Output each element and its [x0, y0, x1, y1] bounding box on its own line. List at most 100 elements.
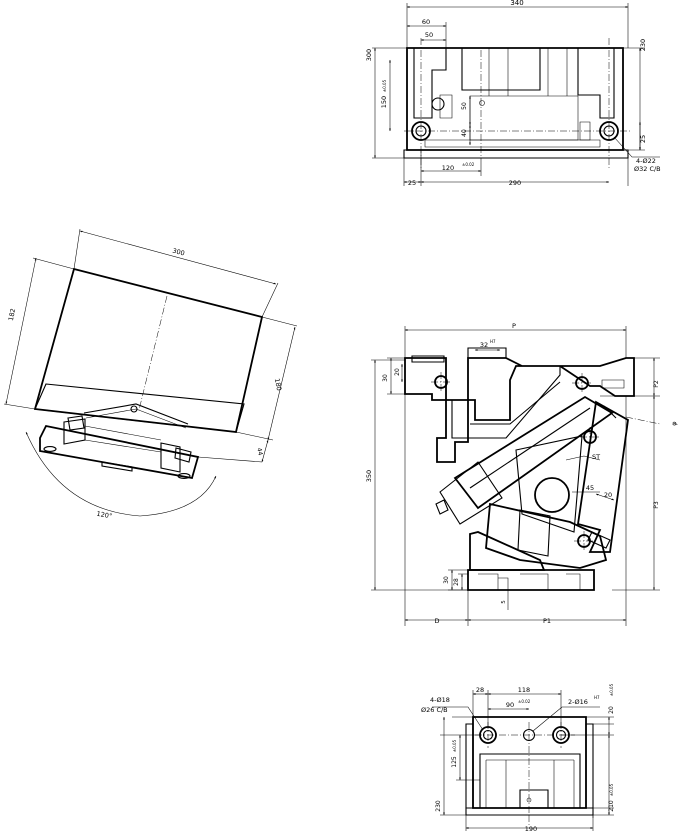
side-view-label-30: 30 [382, 374, 389, 382]
side-view-label-45: 45 [586, 484, 594, 492]
top-view-center-block [461, 48, 541, 91]
side-view-label-P1: P1 [543, 617, 551, 625]
bottom-view-center-dot-icon [526, 797, 532, 803]
iso-view-main-box [33, 267, 264, 433]
iso-view-left-clip [67, 415, 85, 431]
top-view-centerlines [404, 38, 632, 170]
top-view-label-290: 290 [509, 179, 521, 187]
side-view-inner-rib [470, 381, 561, 425]
bottom-view-label-125-tol: ±0.05 [452, 739, 457, 752]
bottom-view-label-holes-2: Ø26 C/B [421, 706, 448, 714]
top-view-right-jaw [577, 48, 615, 119]
top-view-label-60: 60 [422, 18, 430, 26]
iso-view-dim-180 [267, 326, 296, 441]
top-view-label-150-tol: ±0.05 [382, 79, 387, 92]
side-view-base-slots [478, 573, 581, 590]
side-view-base-plate [467, 569, 595, 591]
side-view-label-5: 5 [501, 600, 507, 604]
iso-view-dim-44 [261, 439, 269, 463]
iso-view-dim-300 [79, 230, 277, 285]
side-view-centerlines [431, 372, 600, 551]
side-view-ext-lines-left [371, 357, 468, 591]
side-view-label-P2: P2 [653, 380, 660, 388]
top-view-ext-lines-bottom [403, 150, 629, 186]
top-view-label-25-right: 25 [639, 135, 647, 143]
bottom-view-label-210: 210 [608, 800, 615, 812]
side-view-arm-end-tab [435, 499, 449, 515]
top-view-label-230: 230 [639, 39, 647, 51]
iso-view-label-182: 182 [7, 308, 17, 322]
bottom-view-label-pins-tol: H7 [594, 695, 600, 700]
side-view-link-triangle [515, 435, 583, 533]
side-view-label-P3: P3 [653, 501, 660, 509]
bottom-view-ext-lines-right [561, 716, 614, 816]
iso-view-link-lines-inner [85, 408, 187, 429]
bottom-view: 28 118 90 ±0.02 4-Ø18 Ø26 C/B 2-Ø16 H7 2… [421, 683, 615, 833]
side-view-top-cap [411, 355, 445, 363]
top-view-label-120-tol: ±0.02 [462, 162, 475, 167]
side-view-lower-block [485, 502, 608, 569]
top-view-center-dot-icon [479, 100, 485, 106]
bottom-view-label-230: 230 [435, 800, 442, 812]
top-view-label-340: 340 [510, 0, 523, 7]
iso-view-link-lines [83, 403, 189, 425]
bottom-view-slot [519, 789, 549, 809]
bottom-view-label-125: 125 [451, 756, 458, 768]
iso-view-label-180: 180 [273, 378, 283, 392]
top-view-label-120: 120 [442, 164, 454, 172]
side-view-label-28-bottom: 28 [453, 578, 460, 586]
side-view-label-P: P [512, 322, 516, 330]
side-view-diagonal-arm [453, 395, 614, 510]
iso-view-dim-angle-arc [25, 431, 217, 517]
top-view-label-50-inner: 50 [461, 102, 468, 110]
iso-view-label-44: 44 [255, 447, 263, 456]
side-view-label-350: 350 [365, 470, 373, 482]
side-view-label-D: D [434, 617, 439, 625]
top-view-pin-slot [439, 94, 453, 119]
side-view-arm-centerline [469, 407, 591, 489]
side-view-top-boss [467, 347, 507, 358]
top-view-label-holes-1: 4-Ø22 [636, 157, 656, 165]
iso-view-ext-lines-top [73, 228, 279, 318]
side-view-right-arm-line [603, 405, 617, 419]
iso-view-lower-band [34, 383, 245, 433]
top-view-label-50: 50 [425, 31, 433, 39]
top-view-label-40-inner: 40 [461, 129, 468, 137]
top-view-label-25-bottom: 25 [408, 179, 416, 187]
bottom-view-centerlines [475, 722, 575, 826]
bottom-view-label-20: 20 [608, 706, 615, 714]
top-view-small-block [579, 121, 591, 141]
side-view-right-arm [576, 400, 629, 553]
iso-view-dim-182 [5, 257, 37, 405]
side-view-label-ST: ST [592, 453, 600, 461]
top-view-ext-lines-left [372, 47, 407, 159]
side-view-base-wedge [469, 531, 546, 571]
iso-view-ext-lines-left [3, 257, 75, 410]
iso-view-label-300: 300 [171, 247, 185, 258]
top-view-ext-lines-right [623, 47, 645, 151]
top-view-leader-holes [613, 136, 660, 158]
side-view-label-20-right: 20 [604, 491, 612, 499]
side-view-base-slot-detail [498, 577, 509, 590]
side-view-roller-icon [534, 477, 570, 513]
top-view-ext-lines [406, 3, 629, 48]
iso-view-hole-left-icon [43, 446, 57, 452]
bottom-view-ribs [485, 759, 575, 808]
side-view-label-32: 32 [480, 341, 488, 349]
top-view-pin-hole-icon [431, 97, 445, 111]
top-view-ribs [488, 48, 568, 96]
bottom-view-leader-holes [432, 706, 484, 731]
bottom-view-label-28: 28 [476, 686, 484, 694]
side-view-housing [404, 357, 635, 463]
side-view-angle-ref-line [625, 416, 661, 425]
iso-view-pivot-icon [130, 405, 138, 413]
bottom-view-label-210-tol: ±0.05 [609, 783, 614, 796]
side-view-label-32-tol: H7 [490, 339, 496, 344]
side-view-label-phi: φ [670, 420, 679, 426]
top-view-body-outline [406, 47, 624, 151]
bottom-view-label-20-tol: ±0.05 [609, 683, 614, 696]
side-view: P 32 H7 30 20 350 P2 P3 φ ST 45 20 30 28… [365, 322, 678, 626]
top-view-left-jaw [413, 48, 447, 119]
top-view-label-150: 150 [380, 96, 388, 108]
